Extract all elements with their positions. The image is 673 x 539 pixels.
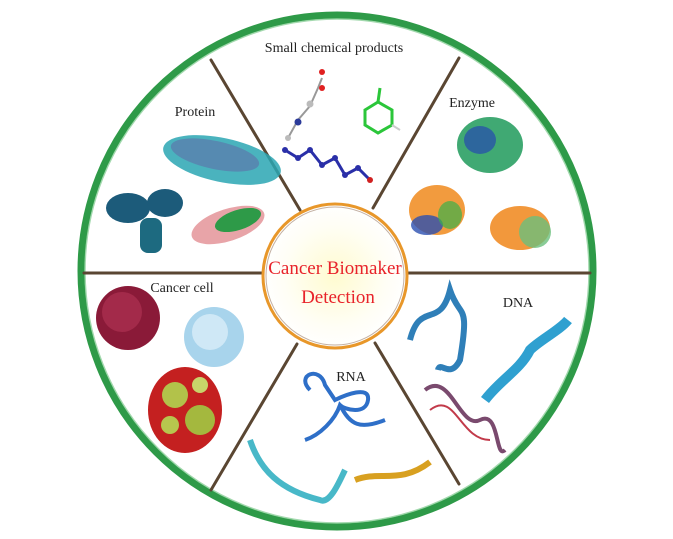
small-molecule-illustration xyxy=(282,69,401,183)
protein-illustration xyxy=(106,135,281,253)
label-small-chemical-products: Small chemical products xyxy=(265,41,403,56)
rna-illustration xyxy=(247,371,432,504)
label-enzyme: Enzyme xyxy=(449,96,495,111)
label-dna: DNA xyxy=(503,296,534,311)
center-circle xyxy=(261,202,409,350)
label-cancer-cell: Cancer cell xyxy=(150,281,213,296)
dna-illustration xyxy=(407,279,572,454)
label-rna: RNA xyxy=(336,370,366,385)
cancer-cell-illustration xyxy=(96,286,244,453)
title-line-2: Detection xyxy=(301,287,375,308)
label-protein: Protein xyxy=(175,105,215,120)
enzyme-illustration xyxy=(409,117,551,250)
title-line-1: Cancer Biomaker xyxy=(268,258,402,279)
sector-dividers xyxy=(82,56,592,492)
